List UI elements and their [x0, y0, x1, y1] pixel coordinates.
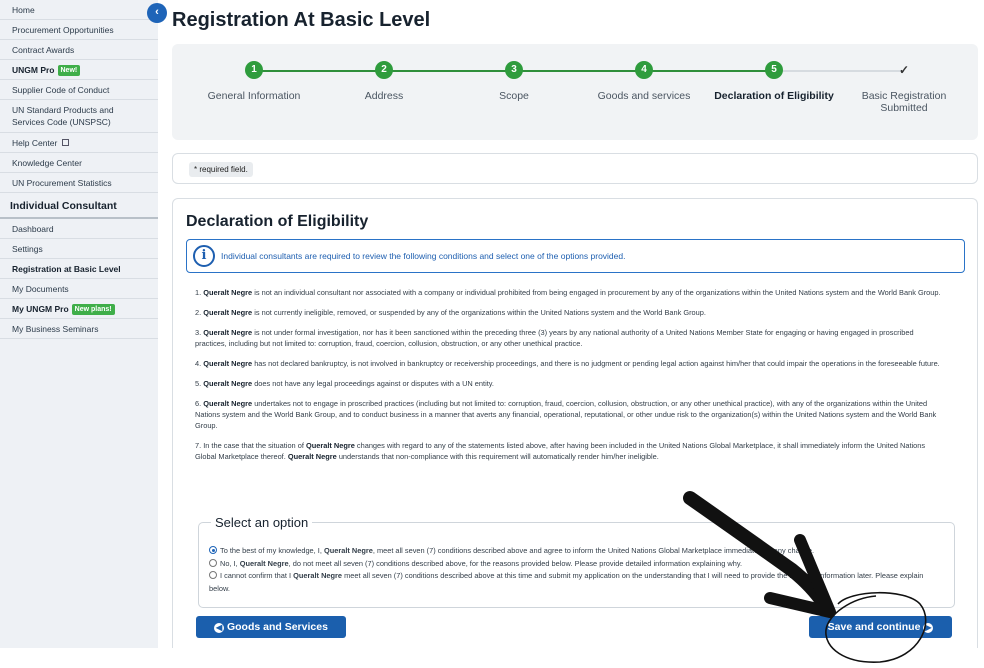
step-label: General Information — [207, 90, 301, 102]
new-plans-badge: New plans! — [71, 304, 115, 315]
sidebar-item-label: Home — [12, 5, 35, 15]
page-title: Registration At Basic Level — [172, 9, 431, 31]
sidebar-item-label: Supplier Code of Conduct — [12, 85, 110, 95]
sidebar-item-label: Settings — [12, 244, 43, 254]
condition-item: 1. Queralt Negre is not an individual co… — [195, 288, 941, 297]
declaration-card: Declaration of Eligibility i Individual … — [172, 198, 978, 648]
condition-item: 4. Queralt Negre has not declared bankru… — [195, 359, 940, 368]
step-general-information[interactable]: 1 General Information — [189, 61, 319, 102]
sidebar-item-my-documents[interactable]: My Documents — [0, 279, 158, 299]
sidebar-item-procurement-statistics[interactable]: UN Procurement Statistics — [0, 173, 158, 193]
collapse-sidebar-button[interactable]: ‹ — [147, 3, 167, 23]
radio-unselected[interactable] — [209, 571, 217, 579]
sidebar-item-label: Procurement Opportunities — [12, 25, 114, 35]
option-meets-conditions[interactable]: To the best of my knowledge, I, Queralt … — [209, 545, 939, 558]
radio-unselected[interactable] — [209, 558, 217, 567]
condition-item: 2. Queralt Negre is not currently inelig… — [195, 308, 706, 317]
section-title: Declaration of Eligibility — [186, 213, 369, 230]
sidebar-item-procurement-opportunities[interactable]: Procurement Opportunities — [0, 20, 158, 40]
step-number: 3 — [505, 61, 523, 79]
sidebar-item-label: My UNGM Pro — [12, 304, 69, 314]
arrow-left-circle-icon: ◀ — [214, 623, 225, 633]
sidebar-item-settings[interactable]: Settings — [0, 239, 158, 259]
sidebar-item-label: Help Center — [12, 138, 58, 148]
step-declaration-of-eligibility[interactable]: 5 Declaration of Eligibility — [709, 61, 839, 102]
sidebar-item-dashboard[interactable]: Dashboard — [0, 219, 158, 239]
sidebar-item-contract-awards[interactable]: Contract Awards — [0, 40, 158, 60]
option-list: To the best of my knowledge, I, Queralt … — [209, 545, 939, 595]
step-number: 5 — [765, 61, 783, 79]
sidebar-item-label: Knowledge Center — [12, 158, 82, 168]
step-label: Address — [364, 90, 404, 102]
select-option-group: Select an option To the best of my knowl… — [198, 515, 955, 608]
chevron-left-icon: ‹ — [155, 6, 159, 18]
sidebar-item-supplier-code[interactable]: Supplier Code of Conduct — [0, 80, 158, 100]
step-label: Scope — [499, 90, 529, 102]
stepper-remaining-line — [774, 70, 904, 72]
arrow-right-circle-icon: ▶ — [923, 623, 934, 633]
sidebar-item-label: My Documents — [12, 284, 69, 294]
option-group-legend: Select an option — [211, 515, 313, 530]
sidebar-item-home[interactable]: Home — [0, 0, 158, 20]
step-goods-and-services[interactable]: 4 Goods and services — [579, 61, 709, 102]
condition-item: 3. Queralt Negre is not under formal inv… — [195, 328, 914, 348]
new-badge: New! — [57, 65, 81, 76]
back-goods-and-services-button[interactable]: ◀ Goods and Services — [196, 616, 346, 638]
condition-item: 5. Queralt Negre does not have any legal… — [195, 379, 494, 388]
save-and-continue-button[interactable]: Save and continue ▶ — [809, 616, 952, 638]
step-basic-registration-submitted: ✓ Basic Registration Submitted — [839, 61, 969, 114]
required-field-note: * required field. — [189, 162, 253, 177]
option-cannot-confirm[interactable]: I cannot confirm that I Queralt Negre me… — [209, 571, 924, 593]
step-label: Basic Registration Submitted — [861, 90, 947, 114]
step-label: Declaration of Eligibility — [714, 90, 834, 102]
sidebar-item-unspsc[interactable]: UN Standard Products and Services Code (… — [0, 100, 158, 133]
sidebar-item-registration-basic[interactable]: Registration at Basic Level — [0, 259, 158, 279]
option-does-not-meet[interactable]: No, I, Queralt Negre, do not meet all se… — [209, 558, 939, 571]
sidebar-item-label: UN Procurement Statistics — [12, 178, 112, 188]
step-number: 4 — [635, 61, 653, 79]
conditions-list: 1. Queralt Negre is not an individual co… — [195, 287, 945, 471]
condition-item: 6. Queralt Negre undertakes not to engag… — [195, 399, 937, 430]
sidebar-item-label: UN Standard Products and Services Code (… — [12, 105, 114, 127]
sidebar-item-label: Dashboard — [12, 224, 54, 234]
sidebar-item-knowledge-center[interactable]: Knowledge Center — [0, 153, 158, 173]
step-address[interactable]: 2 Address — [319, 61, 449, 102]
sidebar-item-business-seminars[interactable]: My Business Seminars — [0, 319, 158, 339]
info-text: Individual consultants are required to r… — [221, 251, 626, 261]
check-icon: ✓ — [898, 63, 910, 77]
sidebar: Home Procurement Opportunities Contract … — [0, 0, 158, 648]
step-number: 1 — [245, 61, 263, 79]
sidebar-item-label: Contract Awards — [12, 45, 75, 55]
info-icon: i — [193, 245, 215, 267]
save-button-label: Save and continue — [827, 621, 921, 633]
sidebar-item-label: Registration at Basic Level — [12, 264, 121, 274]
step-label: Goods and services — [597, 90, 691, 102]
sidebar-item-label: My Business Seminars — [12, 324, 99, 334]
sidebar-section-title: Individual Consultant — [0, 193, 158, 219]
condition-item: 7. In the case that the situation of Que… — [195, 441, 926, 461]
radio-selected[interactable] — [209, 546, 217, 554]
progress-stepper: 1 General Information 2 Address 3 Scope … — [172, 44, 978, 140]
sidebar-item-help-center[interactable]: Help Center — [0, 133, 158, 153]
sidebar-item-label: UNGM Pro — [12, 65, 55, 75]
back-button-label: Goods and Services — [226, 621, 328, 633]
required-field-card: * required field. — [172, 153, 978, 184]
step-number: 2 — [375, 61, 393, 79]
step-scope[interactable]: 3 Scope — [449, 61, 579, 102]
external-link-icon — [62, 139, 70, 146]
info-alert: i Individual consultants are required to… — [186, 239, 965, 273]
